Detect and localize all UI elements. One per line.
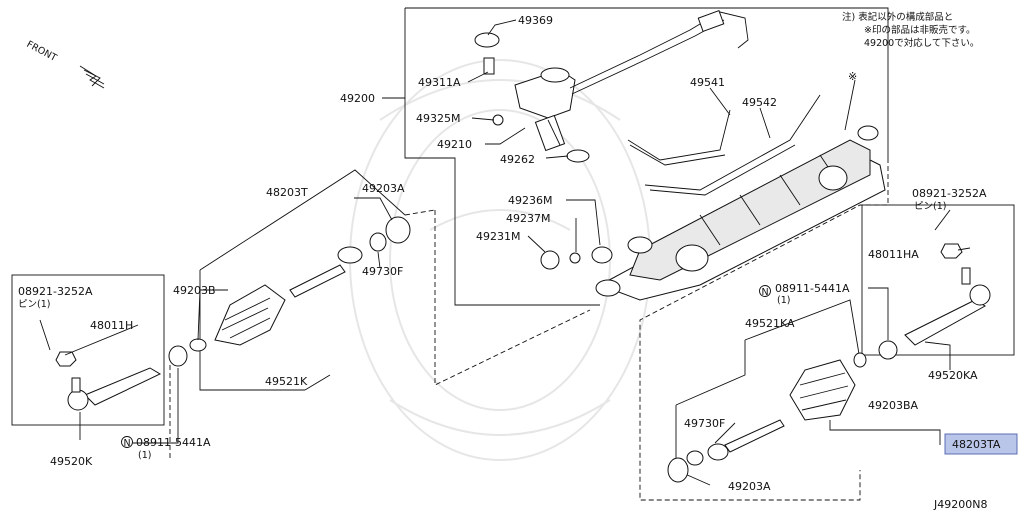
left-tie-rod-end: [39, 319, 188, 411]
label-pin-left-sub: ピン(1): [18, 299, 50, 310]
circle-n-icon-left: [121, 436, 133, 448]
label-49325M[interactable]: 49325M: [416, 112, 460, 125]
right-boot: [789, 352, 867, 421]
left-tie-rod-end-box: [11, 274, 165, 426]
diagram-code: J49200N8: [933, 498, 987, 511]
part-49325M-shape: [492, 114, 504, 126]
label-48203TA[interactable]: 48203TA: [952, 438, 1001, 451]
left-kit-outline: [199, 169, 436, 391]
part-49369-shape: [474, 32, 500, 48]
left-inner-tie-rod: [289, 216, 411, 298]
label-49262[interactable]: 49262: [500, 153, 535, 166]
label-49521K[interactable]: 49521K: [265, 375, 308, 388]
label-49730F-top[interactable]: 49730F: [362, 265, 403, 278]
note-block: 注) 表記以外の構成部品と ※印の部品は非販売です。 49200で対応して下さい…: [842, 11, 979, 49]
label-48011H[interactable]: 48011H: [90, 319, 133, 332]
fluid-pipes: [569, 10, 821, 196]
label-asterisk: ※: [848, 70, 857, 83]
right-tie-rod-end: [878, 209, 991, 360]
label-nut-right-qty: (1): [777, 295, 790, 306]
note-line-3: 49200で対応して下さい。: [864, 37, 979, 49]
front-label: FRONT: [25, 39, 59, 64]
right-inner-tie-rod: [667, 419, 785, 483]
label-49520K[interactable]: 49520K: [50, 455, 93, 468]
front-indicator: FRONT: [25, 39, 105, 89]
label-49520KA[interactable]: 49520KA: [928, 369, 978, 382]
label-49369[interactable]: 49369: [518, 14, 553, 27]
main-assembly-outline: [169, 7, 889, 501]
valve-body: [514, 67, 576, 152]
note-line-1: 注) 表記以外の構成部品と: [842, 11, 953, 23]
label-pin-right-sub: ピン(1): [914, 201, 946, 212]
highlight-box-48203TA: [944, 433, 1018, 455]
label-49203BA[interactable]: 49203BA: [868, 399, 919, 412]
steering-rack-housing: [595, 125, 886, 301]
label-49200[interactable]: 49200: [340, 92, 375, 105]
part-49262-shape: [566, 149, 590, 163]
label-49203A-bottom[interactable]: 49203A: [728, 480, 771, 493]
label-49231M[interactable]: 49231M: [476, 230, 520, 243]
n-mark-left: N: [124, 438, 131, 449]
label-49236M[interactable]: 49236M: [508, 194, 552, 207]
label-49203B[interactable]: 49203B: [173, 284, 216, 297]
note-line-2: ※印の部品は非販売です。: [864, 24, 976, 36]
label-49521KA[interactable]: 49521KA: [745, 317, 795, 330]
n-mark-right: N: [762, 287, 769, 298]
label-49311A[interactable]: 49311A: [418, 76, 461, 89]
label-pin-left[interactable]: 08921-3252A: [18, 285, 93, 298]
label-49203A-top[interactable]: 49203A: [362, 182, 405, 195]
label-49541[interactable]: 49541: [690, 76, 725, 89]
label-49730F-bottom[interactable]: 49730F: [684, 417, 725, 430]
right-tie-rod-end-box: [861, 204, 1015, 356]
label-49210[interactable]: 49210: [437, 138, 472, 151]
bushing-set-shapes: [540, 246, 613, 270]
label-48011HA[interactable]: 48011HA: [868, 248, 919, 261]
label-48203T[interactable]: 48203T: [266, 186, 308, 199]
label-49237M[interactable]: 49237M: [506, 212, 550, 225]
part-49311A-shape: [483, 57, 495, 75]
label-nut-left[interactable]: 08911-5441A: [136, 436, 211, 449]
label-49542[interactable]: 49542: [742, 96, 777, 109]
label-nut-right[interactable]: 08911-5441A: [775, 282, 850, 295]
label-pin-right[interactable]: 08921-3252A: [912, 187, 987, 200]
label-nut-left-qty: (1): [138, 450, 151, 461]
part-labels: 49369 49311A 49200 49325M 49210 49262 49…: [18, 14, 1018, 511]
leader-lines: [64, 19, 971, 444]
circle-n-icon-right: [759, 285, 771, 297]
